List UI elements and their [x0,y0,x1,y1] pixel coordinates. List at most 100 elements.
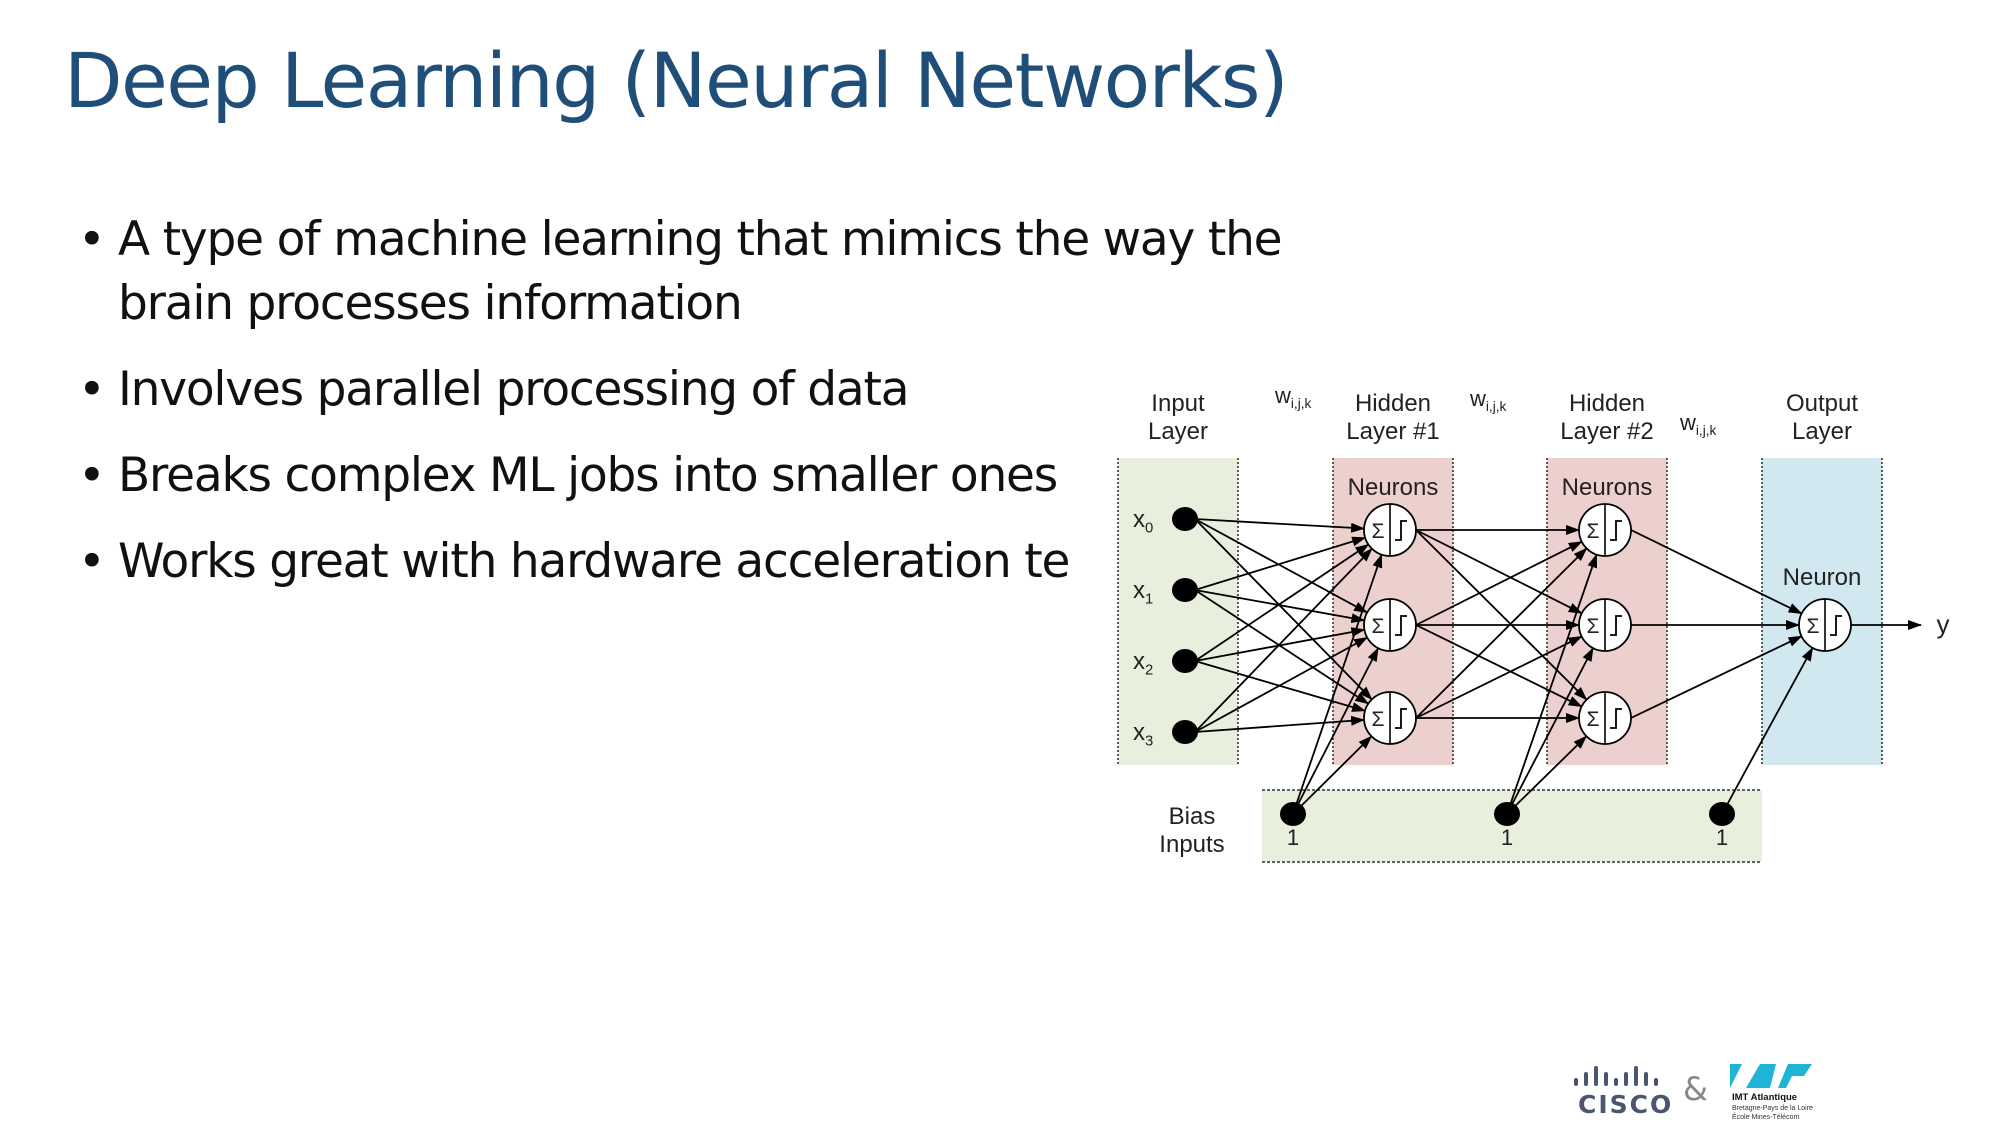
connection-arrow [1194,536,1367,591]
step-function-icon [1830,615,1842,636]
imt-logo-shape [1730,1064,1742,1088]
imt-logo-shape [1778,1064,1812,1088]
footer-logos: CISCO & IMT Atlantique Bretagne-Pays de … [1570,1060,1870,1121]
connection-arrow [1194,547,1373,733]
connection-arrow [1506,735,1588,815]
layer-header-line2: Layer [1792,418,1852,445]
step-function-icon [1395,520,1407,541]
connection-arrow [1194,636,1369,733]
bias-node [1494,802,1520,826]
output-label-y: y [1937,609,1950,639]
connection-arrow [1415,635,1583,719]
layer-inner-label: Neurons [1562,474,1653,501]
slide-title: Deep Learning (Neural Networks) [64,36,1289,125]
bullet-dot-icon: • [78,212,106,267]
connection-arrow [1721,646,1814,815]
connection-arrow [1194,518,1369,614]
neuron: Σ [1363,691,1417,745]
layer-header-line1: Output [1786,390,1858,417]
connection-arrow [1415,540,1583,626]
imt-subtitle-2: École Mines-Télécom [1732,1114,1800,1121]
input-node [1172,720,1198,744]
connection-arrow [1292,735,1373,815]
input-label: x0 [1133,506,1153,536]
bullet-item: •Involves parallel processing of data [74,358,1794,422]
input-node [1172,649,1198,673]
bullet-dot-icon: • [78,448,106,503]
bullet-text: Works great with hardware acceleration t… [118,534,1070,589]
layer-inner-label: Neurons [1348,474,1439,501]
sum-icon: Σ [1587,708,1600,731]
bullet-text: Breaks complex ML jobs into smaller ones [118,448,1058,503]
bias-value-label: 1 [1287,825,1299,850]
weight-label: wi,j,k [1469,386,1507,414]
connection-arrow [1194,543,1370,662]
sum-icon: Σ [1807,615,1820,638]
layer-header-line1: Input [1151,390,1205,417]
layer-header-line2: Layer #1 [1346,418,1439,445]
neuron: Σ [1363,598,1417,652]
connection-arrow [1292,553,1383,815]
weight-label: wi,j,k [1274,383,1312,411]
bullet-dot-icon: • [78,534,106,589]
bias-label-line1: Bias [1169,803,1216,830]
layer-header-line1: Hidden [1569,390,1645,417]
neuron: Σ [1363,503,1417,557]
imt-name: IMT Atlantique [1732,1092,1798,1103]
step-function-icon [1610,520,1622,541]
connection-arrow [1415,529,1583,615]
sum-icon: Σ [1372,520,1385,543]
step-function-icon [1610,708,1622,729]
neuron: Σ [1798,598,1852,652]
imt-logo-shape [1746,1064,1776,1088]
bullet-item: •A type of machine learning that mimics … [74,208,1794,336]
bullet-item: •Works great with hardware acceleration … [74,530,1794,594]
connection-arrow [1506,553,1598,815]
sum-icon: Σ [1372,615,1385,638]
connection-arrow [1194,589,1370,705]
bullet-item: •Breaks complex ML jobs into smaller one… [74,444,1794,508]
connection-arrow [1415,529,1588,701]
connection-arrow [1415,624,1583,708]
bullet-dot-icon: • [78,362,106,417]
connection-arrow [1630,635,1803,719]
bias-node [1280,802,1306,826]
layer-header-line2: Layer [1148,418,1208,445]
layer-header-line2: Layer #2 [1560,418,1653,445]
bullet-text: A type of machine learning that mimics t… [118,212,1283,331]
sum-icon: Σ [1587,615,1600,638]
neuron: Σ [1578,691,1632,745]
connection-arrow [1194,589,1366,624]
imt-subtitle-1: Bretagne-Pays de la Loire [1732,1105,1813,1112]
bullet-list: •A type of machine learning that mimics … [74,208,1794,616]
weight-label: wi,j,k [1679,410,1717,438]
layer-inner-label: Neuron [1783,564,1862,591]
connection-arrow [1630,529,1803,615]
imt-atlantique-logo-icon [1730,1064,1812,1088]
input-label: x1 [1133,577,1153,607]
bias-label-line2: Inputs [1159,831,1224,858]
sum-icon: Σ [1372,708,1385,731]
neuron: Σ [1578,598,1632,652]
input-label: x3 [1133,719,1153,749]
ampersand: & [1683,1070,1708,1108]
neuron: Σ [1578,503,1632,557]
connection-arrow [1292,647,1379,815]
sum-icon: Σ [1587,520,1600,543]
input-label: x2 [1133,648,1153,678]
connections [1194,518,1814,815]
bias-node [1709,802,1735,826]
cisco-logo-icon [1574,1066,1658,1086]
step-function-icon [1395,615,1407,636]
input-node [1172,578,1198,602]
connection-arrow [1194,518,1366,533]
connection-arrow [1506,647,1594,815]
connection-arrow [1194,715,1366,733]
bullet-text: Involves parallel processing of data [118,362,910,417]
bias-value-label: 1 [1716,825,1728,850]
bias-value-label: 1 [1501,825,1513,850]
step-function-icon [1395,708,1407,729]
cisco-wordmark: CISCO [1578,1090,1674,1119]
